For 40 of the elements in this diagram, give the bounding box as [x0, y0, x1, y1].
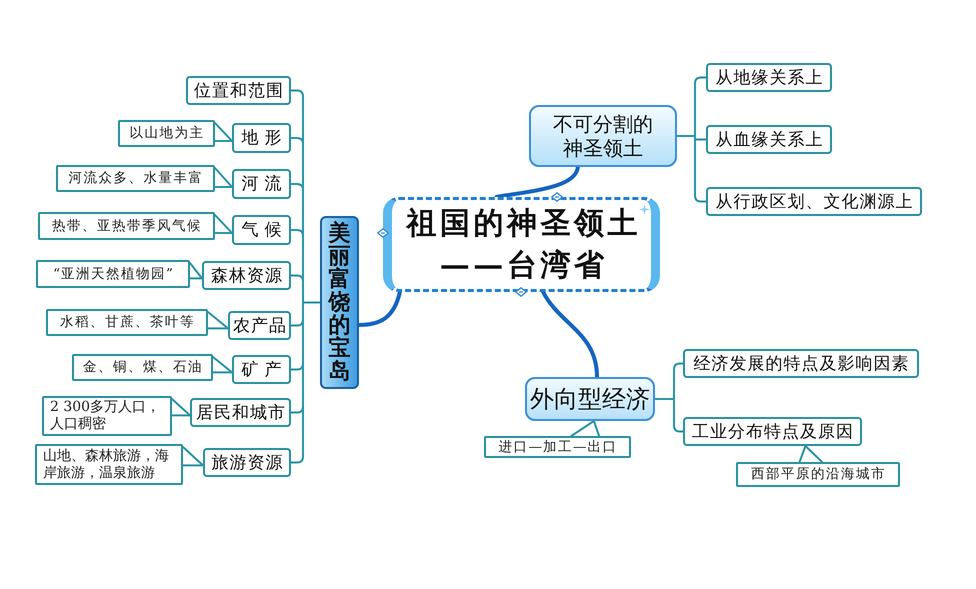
- branch-connector: [541, 290, 600, 379]
- callout-box: 山地、森林旅游，海岸旅游，温泉旅游: [35, 444, 183, 485]
- callout-box: 水稻、甘蔗、茶叶等: [46, 309, 208, 336]
- topic-box: 旅游资源: [203, 448, 291, 477]
- topic-box: 工业分布特点及原因: [683, 417, 862, 446]
- callout-pointer: [214, 214, 233, 234]
- callout-pointer: [214, 122, 233, 142]
- topic-box: 从血缘关系上: [706, 125, 832, 154]
- topic-box: 河流: [232, 169, 291, 199]
- topic-box: 经济发展的特点及影响因素: [683, 349, 919, 378]
- callout-pointer: [189, 262, 203, 280]
- callout-box: 以山地为主: [118, 120, 215, 147]
- callout-box: 2 300多万人口，人口稠密: [42, 396, 172, 436]
- callout-pointer: [171, 398, 191, 416]
- branch-connector: [494, 165, 580, 199]
- callout-box: 进口—加工—出口: [484, 436, 631, 458]
- callout-pointer: [182, 446, 204, 466]
- callout-box: 西部平原的沿海城市: [736, 462, 900, 487]
- central-topic-box: 祖国的神圣领土——台湾省: [383, 197, 660, 292]
- branch-topic-box: 外向型经济: [525, 377, 655, 421]
- topic-box: 从行政区划、文化渊源上: [706, 187, 922, 216]
- topic-box: 位置和范围: [186, 76, 291, 105]
- callout-pointer: [214, 167, 233, 188]
- callout-box: “亚洲天然植物园”: [36, 260, 190, 288]
- topic-box: 农产品: [228, 311, 291, 340]
- topic-box: 地形: [232, 123, 291, 153]
- callout-box: 金、铜、煤、石油: [72, 354, 213, 381]
- callout-pointer: [798, 445, 824, 463]
- topic-box: 气候: [232, 215, 291, 245]
- callout-pointer: [207, 311, 229, 330]
- callout-box: 热带、亚热带季风气候: [38, 212, 215, 240]
- branch-connector: [357, 290, 402, 327]
- topic-box: 居民和城市: [190, 398, 291, 427]
- callout-box: 河流众多、水量丰富: [56, 165, 215, 192]
- topic-box: 森林资源: [202, 261, 291, 290]
- branch-topic-box: 美丽富饶的宝岛: [320, 216, 359, 389]
- branch-topic-box: 不可分割的神圣领土: [529, 105, 677, 167]
- callout-pointer: [212, 356, 233, 374]
- topic-box: 从地缘关系上: [706, 63, 832, 92]
- topic-box: 矿产: [232, 355, 291, 384]
